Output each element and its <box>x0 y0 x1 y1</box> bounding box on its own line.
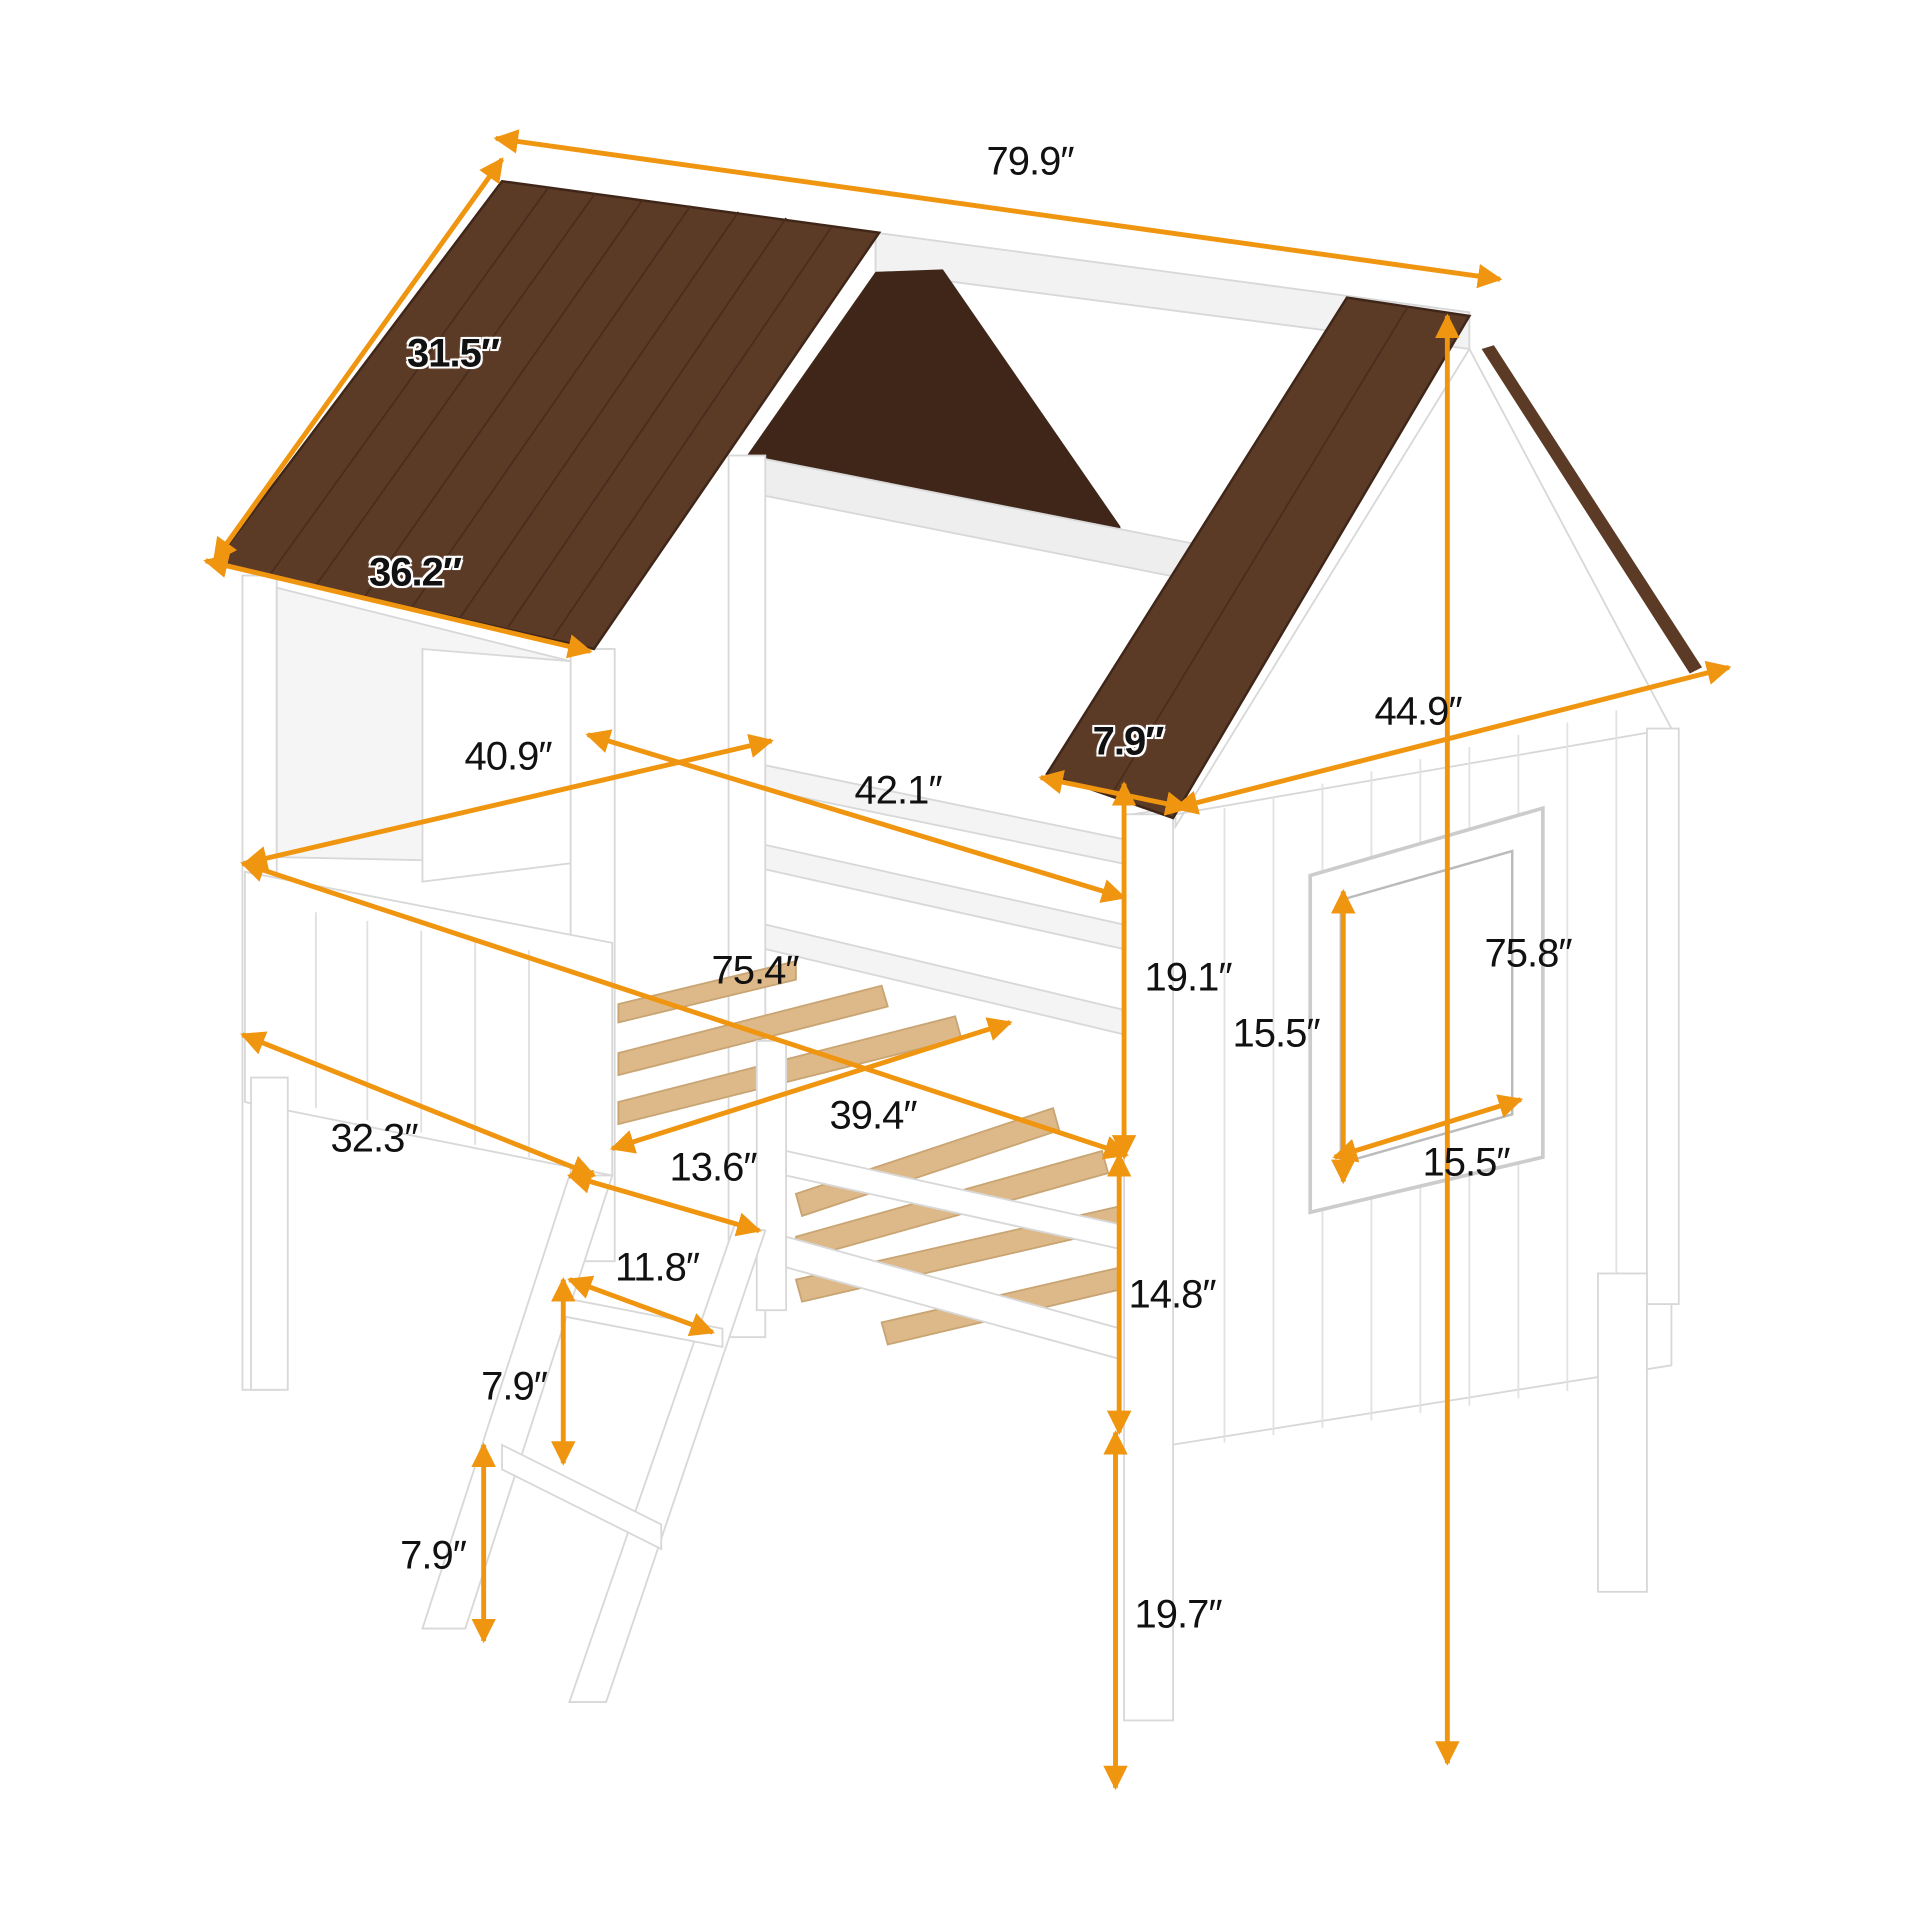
label-ladder-opening: 13.6″ <box>669 1145 757 1190</box>
label-side-rail-height: 14.8″ <box>1128 1272 1216 1317</box>
right-roof <box>1045 296 1703 820</box>
arrow-ladder-width <box>567 1275 715 1337</box>
arrow-ladder-opening <box>567 1169 762 1237</box>
label-end-panel-width: 32.3″ <box>330 1116 418 1161</box>
arrow-end-panel-width <box>240 1031 597 1179</box>
label-house-depth: 44.9″ <box>1374 689 1462 734</box>
label-window-width: 15.5″ <box>1422 1140 1510 1185</box>
arrow-window-width <box>1332 1094 1524 1163</box>
label-under-bed-clearance: 19.7″ <box>1134 1592 1222 1637</box>
label-left-end-width: 40.9″ <box>464 734 552 779</box>
label-mattress-width: 39.4″ <box>829 1093 917 1138</box>
arrow-roof-slope <box>212 157 505 563</box>
label-overall-length: 79.9″ <box>986 139 1074 184</box>
label-ladder-step-upper: 7.9″ <box>481 1364 548 1409</box>
label-ladder-width: 11.8″ <box>614 1245 700 1290</box>
label-roof-overhang: 7.9″ <box>1092 719 1165 764</box>
label-mattress-length: 75.4″ <box>711 948 799 993</box>
arrow-mattress-width <box>609 1017 1013 1154</box>
dimension-arrows <box>203 129 1732 1791</box>
label-ladder-step-lower: 7.9″ <box>400 1533 467 1578</box>
label-guard-height: 19.1″ <box>1144 955 1232 1000</box>
label-inner-length: 42.1″ <box>854 768 942 813</box>
label-roof-width: 36.2″ <box>368 550 462 595</box>
label-window-height: 15.5″ <box>1232 1011 1320 1056</box>
arrow-overall-length <box>493 129 1503 289</box>
arrow-roof-width <box>203 553 593 659</box>
label-roof-slope-length: 31.5″ <box>406 331 500 376</box>
label-overall-height: 75.8″ <box>1484 931 1572 976</box>
